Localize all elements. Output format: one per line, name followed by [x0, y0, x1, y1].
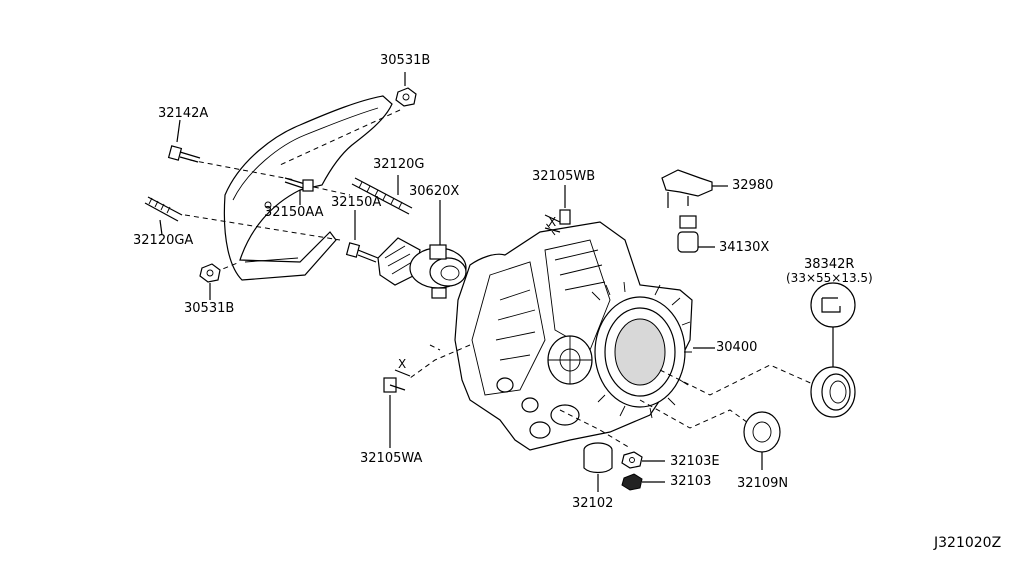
- cover-plate: [223, 95, 393, 281]
- leader-32109N: [639, 399, 759, 431]
- label-32120G: 32120G: [373, 157, 425, 172]
- leader-32105WA: [429, 344, 441, 351]
- oil-seal-38342R: [810, 282, 856, 418]
- dowel-32105WA: [383, 369, 411, 393]
- label-32150A: 32150A: [331, 195, 382, 210]
- label-32102: 32102: [572, 496, 614, 511]
- label-32150AA: 32150AA: [264, 205, 324, 220]
- label-38342R-size: (33×55×13.5): [786, 271, 873, 285]
- leader-32150AA: [304, 184, 351, 196]
- label-34130X: 34130X: [719, 240, 770, 255]
- release-bearing-30620X: [377, 237, 467, 299]
- plug-32103E: [621, 451, 643, 469]
- bolt-32150A: [345, 242, 379, 263]
- leader-32142A: [189, 159, 296, 181]
- transmission-case-30400: [454, 221, 693, 451]
- leader-32120GA: [184, 214, 341, 241]
- cap-32109N: [743, 411, 781, 453]
- label-38342R: 38342R: [804, 257, 855, 272]
- leader-30531B-top: [279, 109, 401, 166]
- bolt-32150AA: [284, 177, 314, 192]
- stud-32120GA: [144, 196, 183, 222]
- label-32109N: 32109N: [737, 476, 789, 491]
- nut-30531B-top: [395, 87, 417, 107]
- label-30400: 30400: [716, 340, 758, 355]
- leader-32105WB: [544, 221, 556, 236]
- bushing-34130X: [677, 215, 699, 253]
- leader-38342R: [659, 364, 816, 396]
- label-32120GA: 32120GA: [133, 233, 194, 248]
- marker-x-left: X: [398, 357, 407, 371]
- label-30620X: 30620X: [409, 184, 460, 199]
- nut-30531B-bottom: [199, 263, 221, 283]
- stud-32120G: [351, 177, 413, 215]
- plug-32103: [621, 473, 643, 491]
- leader-case-32105WA: [409, 344, 471, 379]
- diagram-code: J321020Z: [934, 535, 1002, 551]
- label-32105WB: 32105WB: [532, 169, 596, 184]
- label-32103: 32103: [670, 474, 712, 489]
- dowel-32105WB: [544, 209, 571, 233]
- bolt-32142A: [167, 145, 201, 163]
- label-30531B-bottom: 30531B: [184, 301, 235, 316]
- mount-32102: [583, 442, 613, 474]
- label-30531B-top: 30531B: [380, 53, 431, 68]
- label-32105WA: 32105WA: [360, 451, 423, 466]
- label-32980: 32980: [732, 178, 774, 193]
- label-32142A: 32142A: [158, 106, 209, 121]
- bracket-32980: [661, 169, 713, 208]
- marker-x-right: X: [548, 215, 557, 229]
- label-32103E: 32103E: [670, 454, 720, 469]
